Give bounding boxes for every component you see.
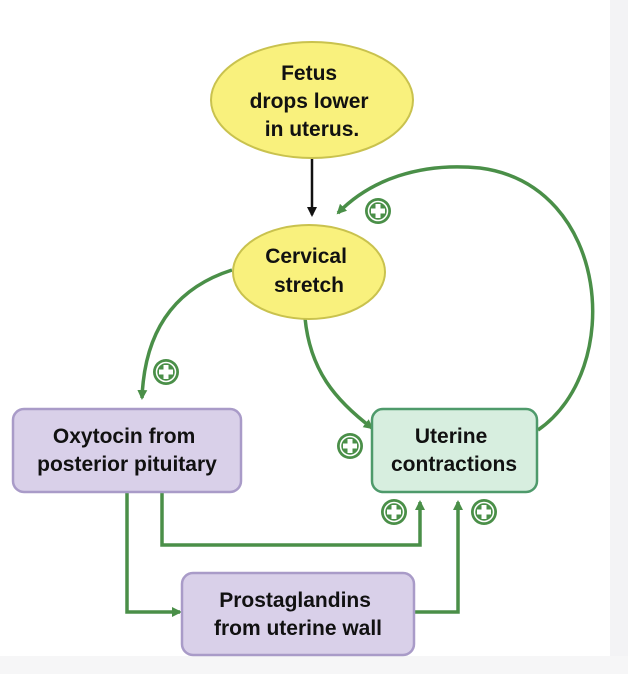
plus-circle-icon — [153, 359, 179, 385]
arrow-cervical-to-uterine — [303, 317, 374, 430]
plus-badges — [153, 198, 497, 525]
svg-text:Uterine contractions: Uterine contractions — [391, 425, 517, 476]
fetus-label-line-1: Fetus — [281, 62, 337, 85]
node-oxytocin: Oxytocin from posterior pituitary — [11, 407, 243, 494]
fetus-label-line-3: in uterus. — [265, 118, 360, 141]
svg-text:Fetus drops lower: Fetus drops lower in uterus. — [250, 62, 375, 141]
plus-circle-icon — [471, 499, 497, 525]
svg-text:Cervical stretch: Cervical stretch — [265, 245, 353, 297]
right-margin-strip — [610, 0, 628, 674]
plus-circle-icon — [381, 499, 407, 525]
arrow-oxytocin-to-prostaglandins — [125, 492, 182, 617]
node-cervical-stretch: Cervical stretch — [232, 224, 386, 320]
arrows — [125, 158, 595, 617]
svg-text:Oxytocin from posterior: Oxytocin from posterior pituitary — [37, 425, 217, 476]
arrow-uterine-loop-to-cervical — [336, 165, 595, 432]
arrow-cervical-to-oxytocin — [137, 268, 233, 400]
arrow-oxytocin-to-uterine — [160, 492, 425, 547]
oxytocin-label-line-2: posterior pituitary — [37, 453, 217, 476]
bottom-margin-strip — [0, 656, 628, 674]
node-prostaglandins: Prostaglandins from uterine wall — [180, 571, 416, 657]
plus-circle-icon — [337, 433, 363, 459]
cervical-label-line-2: stretch — [274, 274, 344, 297]
fetus-label-line-2: drops lower — [250, 90, 369, 113]
uterine-label-line-2: contractions — [391, 453, 517, 476]
oxytocin-label-line-1: Oxytocin from — [53, 425, 195, 448]
cervical-label-line-1: Cervical — [265, 245, 347, 268]
uterine-label-line-1: Uterine — [415, 425, 487, 448]
node-uterine-contractions: Uterine contractions — [370, 407, 539, 494]
prostaglandins-label-line-2: from uterine wall — [214, 617, 382, 640]
arrow-prostaglandins-to-uterine — [414, 500, 463, 614]
prostaglandins-label-line-1: Prostaglandins — [219, 589, 371, 612]
plus-circle-icon — [365, 198, 391, 224]
node-fetus: Fetus drops lower in uterus. — [210, 41, 414, 159]
svg-text:Prostaglandins from uter: Prostaglandins from uterine wall — [214, 589, 382, 640]
